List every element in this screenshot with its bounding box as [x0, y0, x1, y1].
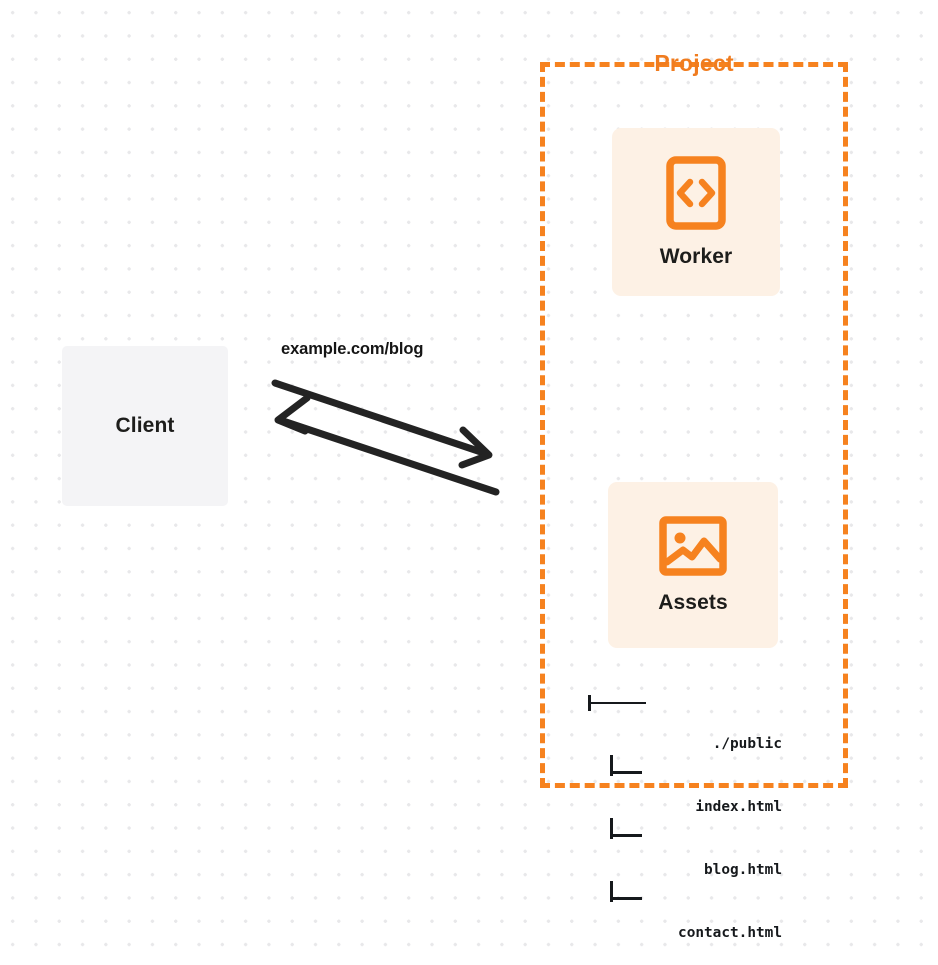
image-icon	[659, 516, 727, 576]
connection-url-label: example.com/blog	[281, 340, 424, 358]
node-client-label: Client	[115, 414, 175, 437]
node-worker-label: Worker	[659, 245, 733, 268]
connection-arrows	[271, 379, 500, 496]
project-title: Project	[654, 50, 734, 76]
tree-item-file: contact.html	[678, 925, 782, 941]
tree-row: contact.html	[586, 881, 782, 941]
tree-branch-child-icon	[586, 818, 655, 839]
node-assets-label: Assets	[658, 591, 728, 614]
node-assets[interactable]: Assets	[608, 482, 778, 648]
node-client[interactable]: Client	[62, 346, 228, 506]
request-arrow-icon	[271, 379, 493, 469]
node-worker[interactable]: Worker	[612, 128, 780, 296]
diagram-canvas: Client example.com/blog Project Worker	[62, 50, 848, 941]
tree-item-root: ./public	[712, 736, 782, 752]
asset-file-tree: ./public index.html blog.html contact.ht…	[586, 650, 782, 944]
tree-row: ./public	[586, 692, 782, 752]
tree-branch-root-icon	[586, 692, 655, 713]
tree-item-file: index.html	[695, 799, 782, 815]
tree-row: blog.html	[586, 818, 782, 878]
response-arrow-icon	[274, 394, 500, 496]
tree-branch-child-icon	[586, 881, 655, 902]
tree-item-file: blog.html	[704, 862, 782, 878]
tree-branch-child-icon	[586, 755, 655, 776]
code-file-icon	[666, 156, 726, 230]
tree-row: index.html	[586, 755, 782, 815]
project-boundary	[540, 62, 848, 788]
